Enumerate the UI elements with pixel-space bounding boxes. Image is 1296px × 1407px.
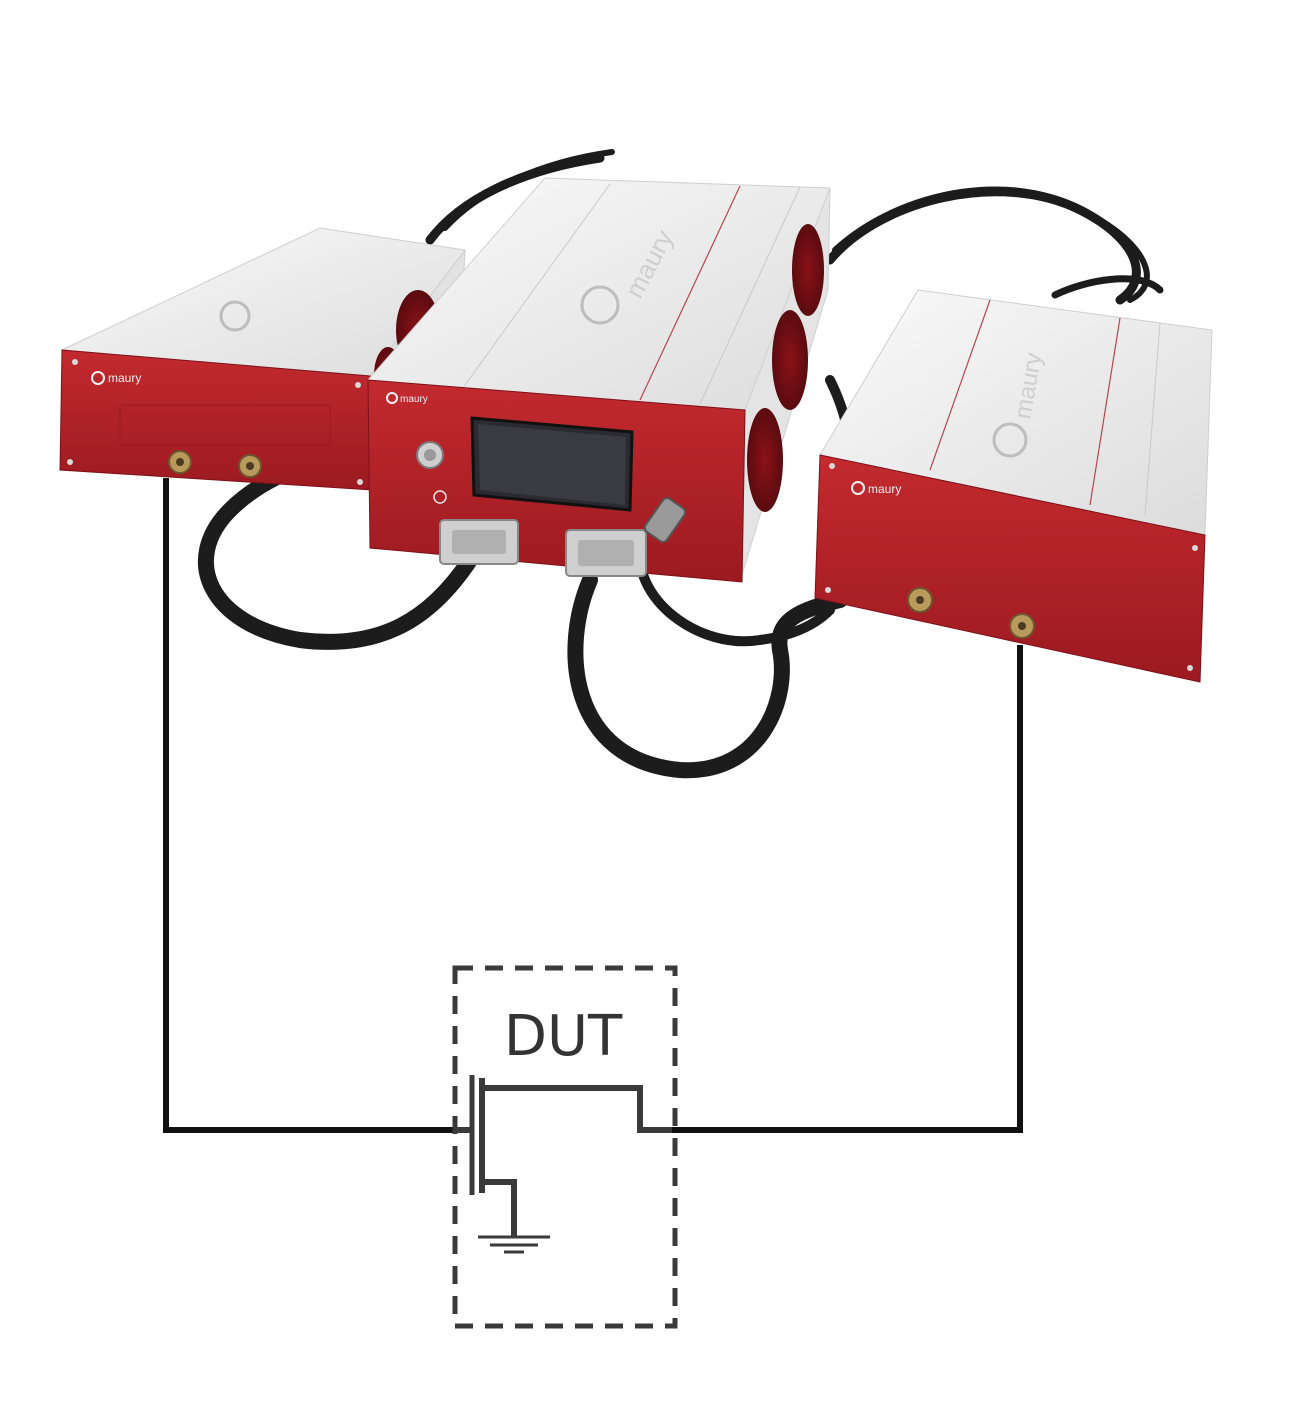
db-connector-left[interactable]: [439, 519, 519, 565]
right-unit-brand-label: maury: [868, 482, 901, 496]
db-connector-right[interactable]: [565, 529, 647, 577]
cable-center-lower: [567, 572, 848, 779]
transistor-icon: [455, 1075, 672, 1236]
dut-label: DUT: [504, 1004, 623, 1069]
center-unit-fan-3: [747, 408, 783, 512]
center-controller-unit: maury maury: [366, 177, 831, 583]
dut-block: DUT: [452, 965, 678, 1329]
schematic-wires: [163, 478, 1023, 1133]
right-unit-port-1[interactable]: [907, 587, 933, 613]
maury-logo-icon: [386, 392, 398, 404]
power-button[interactable]: [416, 441, 444, 469]
left-unit-brand-label: maury: [108, 371, 141, 385]
wire-right: [672, 645, 1023, 1133]
center-unit-fan-2: [772, 310, 808, 410]
maury-logo-icon: [851, 481, 865, 495]
maury-logo-icon: [91, 371, 105, 385]
dut-dashed-box: [452, 965, 678, 1329]
right-unit-front-panel: [814, 454, 1206, 683]
ground-symbol-icon: [478, 1235, 550, 1254]
right-unit-port-2[interactable]: [1009, 613, 1035, 639]
left-unit-port-1[interactable]: [168, 450, 192, 474]
center-unit-fan-1: [792, 224, 824, 316]
center-unit-brand-label: maury: [400, 394, 428, 405]
wire-left: [163, 478, 455, 1133]
right-tuner-unit: maury maury: [814, 289, 1213, 683]
left-unit-port-2[interactable]: [238, 454, 262, 478]
circular-connector[interactable]: [643, 496, 687, 544]
